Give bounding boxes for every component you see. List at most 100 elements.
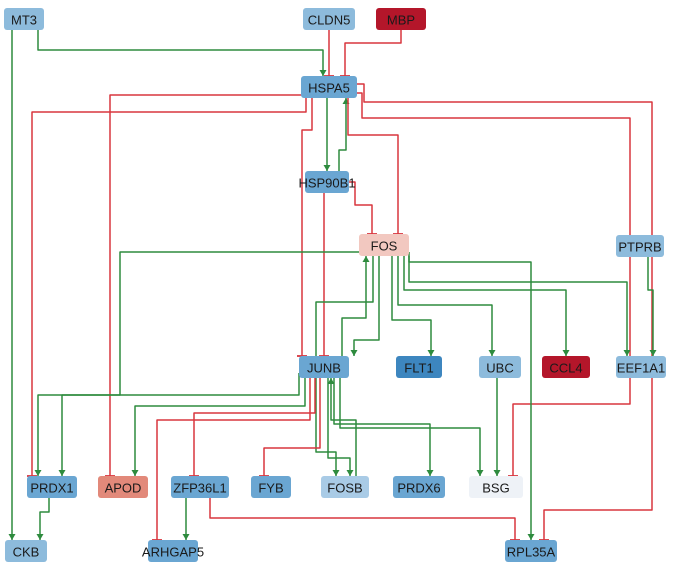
edge-line	[109, 94, 308, 476]
arrowhead-icon	[527, 534, 535, 540]
node-label: UBC	[486, 361, 513, 376]
node-mt3[interactable]: MT3	[4, 8, 44, 30]
arrowhead-icon	[649, 350, 657, 356]
edge-line	[39, 498, 50, 540]
node-flt1[interactable]: FLT1	[396, 356, 442, 378]
edge-line	[31, 91, 308, 476]
node-label: BSG	[482, 481, 509, 496]
node-box	[396, 356, 442, 378]
node-box	[27, 476, 77, 498]
node-arhgap5[interactable]: ARHGAP5	[142, 540, 204, 562]
node-box	[305, 171, 349, 193]
node-junb[interactable]: JUNB	[299, 356, 349, 378]
edge-line	[341, 256, 367, 356]
edge-junb-to-fyb	[259, 378, 321, 477]
node-ckb[interactable]: CKB	[5, 540, 47, 562]
edge-line	[354, 92, 631, 476]
edge-junb-to-zfp36l1	[189, 378, 316, 477]
arrowhead-icon	[131, 470, 139, 476]
node-bsg[interactable]: BSG	[469, 476, 523, 498]
edge-line	[353, 256, 380, 356]
edge-line	[408, 252, 628, 356]
edge-prdx1-to-ckb	[36, 498, 50, 540]
edge-line	[330, 378, 357, 476]
node-box	[171, 476, 229, 498]
node-label: MT3	[11, 13, 37, 28]
arrowhead-icon	[319, 70, 327, 76]
node-label: CKB	[13, 545, 40, 560]
node-label: JUNB	[307, 361, 341, 376]
edge-line	[338, 98, 347, 171]
edge-junb-to-bsg	[339, 378, 484, 476]
node-hsp90b1[interactable]: HSP90B1	[298, 171, 356, 193]
node-rpl35a[interactable]: RPL35A	[505, 540, 557, 562]
arrowhead-icon	[350, 350, 358, 356]
edge-mbp-to-hspa5	[340, 30, 402, 77]
arrowhead-icon	[58, 470, 66, 476]
node-box	[542, 356, 590, 378]
edge-cldn5-to-hspa5	[324, 30, 334, 77]
arrowhead-icon	[327, 378, 335, 384]
node-label: PTPRB	[618, 240, 661, 255]
edge-line	[263, 378, 321, 476]
node-cldn5[interactable]: CLDN5	[303, 8, 355, 30]
node-label: PRDX6	[397, 481, 440, 496]
edge-line	[327, 378, 351, 476]
edge-junb-to-prdx6	[333, 378, 434, 476]
node-label: EEF1A1	[617, 361, 665, 376]
arrowhead-icon	[8, 534, 16, 540]
edge-line	[344, 30, 402, 76]
edge-line	[347, 98, 399, 234]
edge-junb-to-fosb	[327, 378, 354, 476]
edge-junb-to-arhgap5	[152, 378, 311, 541]
node-fos[interactable]: FOS	[359, 234, 409, 256]
node-label: FOSB	[327, 481, 362, 496]
node-mbp[interactable]: MBP	[376, 8, 426, 30]
node-ubc[interactable]: UBC	[479, 356, 521, 378]
arrowhead-icon	[182, 534, 190, 540]
node-label: MBP	[387, 13, 415, 28]
node-ccl4[interactable]: CCL4	[542, 356, 590, 378]
edge-hsp90b1-to-junb	[319, 193, 329, 357]
edge-fos-to-junb	[350, 256, 380, 356]
edge-line	[156, 378, 311, 540]
node-prdx1[interactable]: PRDX1	[27, 476, 77, 498]
edge-ptprb-to-eef1a1	[647, 257, 657, 356]
node-fyb[interactable]: FYB	[251, 476, 291, 498]
node-box	[376, 8, 426, 30]
edge-mt3-to-ckb	[8, 30, 16, 540]
node-zfp36l1[interactable]: ZFP36L1	[171, 476, 229, 498]
node-hspa5[interactable]: HSPA5	[301, 76, 357, 98]
node-box	[616, 356, 666, 378]
edge-fos-to-ccl4	[403, 256, 570, 356]
arrowhead-icon	[623, 350, 631, 356]
node-label: APOD	[105, 481, 142, 496]
node-label: CLDN5	[308, 13, 351, 28]
node-prdx6[interactable]: PRDX6	[393, 476, 445, 498]
node-box	[98, 476, 148, 498]
arrowhead-icon	[476, 470, 484, 476]
edge-line	[61, 373, 300, 476]
node-ptprb[interactable]: PTPRB	[616, 235, 664, 257]
node-apod[interactable]: APOD	[98, 476, 148, 498]
edge-fos-to-flt1	[391, 256, 435, 356]
node-box	[299, 356, 349, 378]
edge-mt3-to-hspa5	[37, 30, 327, 76]
edge-hspa5-to-rpl35a	[355, 83, 653, 541]
edge-zfp36l1-to-rpl35a	[209, 498, 520, 541]
node-eef1a1[interactable]: EEF1A1	[616, 356, 666, 378]
node-box	[148, 540, 198, 562]
arrowhead-icon	[36, 534, 44, 540]
node-label: PRDX1	[30, 481, 73, 496]
edge-line	[349, 181, 373, 234]
node-fosb[interactable]: FOSB	[321, 476, 369, 498]
edge-line	[355, 83, 653, 540]
edge-line	[134, 378, 306, 476]
arrowhead-icon	[488, 350, 496, 356]
node-label: FLT1	[404, 361, 433, 376]
node-box	[505, 540, 557, 562]
node-label: ARHGAP5	[142, 545, 204, 560]
arrowhead-icon	[323, 165, 331, 171]
node-label: FOS	[371, 239, 398, 254]
